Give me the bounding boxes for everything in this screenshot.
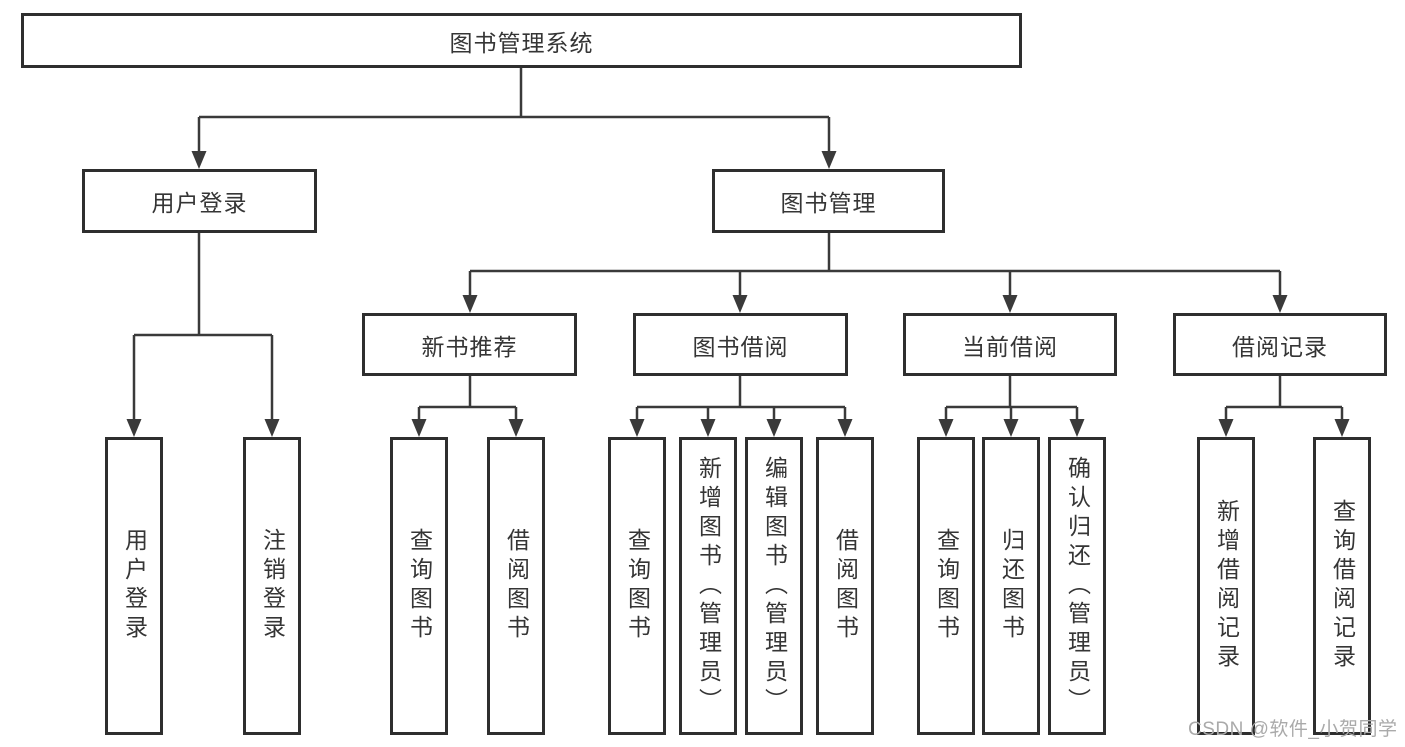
leaf-query-books-recommend: 查询图书 — [390, 437, 448, 735]
connector-current-borrowing-to-leaves — [938, 376, 1085, 437]
leaf-label: 确认归还（管理员） — [1064, 455, 1091, 717]
connector-user-login-to-leaves — [126, 233, 280, 437]
leaf-query-books-borrowing: 查询图书 — [608, 437, 666, 735]
leaf-label: 查询图书 — [406, 528, 433, 644]
node-new-book-recommend: 新书推荐 — [362, 313, 577, 376]
leaf-label: 新增图书（管理员） — [695, 455, 722, 717]
node-library-management-system: 图书管理系统 — [21, 13, 1022, 68]
node-book-management: 图书管理 — [712, 169, 945, 233]
leaf-query-books-current: 查询图书 — [917, 437, 975, 735]
leaf-add-books-admin: 新增图书（管理员） — [679, 437, 737, 735]
node-current-borrowing: 当前借阅 — [903, 313, 1117, 376]
connector-borrowing-records-to-leaves — [1218, 376, 1350, 437]
leaf-label: 借阅图书 — [832, 528, 859, 644]
leaf-edit-books-admin: 编辑图书（管理员） — [745, 437, 803, 735]
connector-book-borrowing-to-leaves — [629, 376, 853, 437]
leaf-label: 编辑图书（管理员） — [761, 455, 788, 717]
node-book-borrowing: 图书借阅 — [633, 313, 848, 376]
node-borrowing-records: 借阅记录 — [1173, 313, 1387, 376]
connector-new-book-recommend-to-leaves — [411, 376, 524, 437]
leaf-label: 查询借阅记录 — [1329, 499, 1356, 673]
leaf-user-login: 用户登录 — [105, 437, 163, 735]
leaf-logout: 注销登录 — [243, 437, 301, 735]
connector-root-to-level2 — [191, 68, 837, 169]
leaf-return-books: 归还图书 — [982, 437, 1040, 735]
leaf-confirm-return-admin: 确认归还（管理员） — [1048, 437, 1106, 735]
leaf-label: 注销登录 — [259, 528, 286, 644]
leaf-add-borrow-record: 新增借阅记录 — [1197, 437, 1255, 735]
connector-book-management-to-level3 — [462, 233, 1288, 313]
leaf-label: 用户登录 — [121, 528, 148, 644]
node-user-login: 用户登录 — [82, 169, 317, 233]
leaf-borrow-books-recommend: 借阅图书 — [487, 437, 545, 735]
leaf-label: 归还图书 — [998, 528, 1025, 644]
leaf-borrow-books: 借阅图书 — [816, 437, 874, 735]
leaf-query-borrow-record: 查询借阅记录 — [1313, 437, 1371, 735]
leaf-label: 查询图书 — [933, 528, 960, 644]
csdn-watermark: CSDN @软件_小贺同学 — [1188, 719, 1398, 740]
leaf-label: 查询图书 — [624, 528, 651, 644]
leaf-label: 新增借阅记录 — [1213, 499, 1240, 673]
leaf-label: 借阅图书 — [503, 528, 530, 644]
